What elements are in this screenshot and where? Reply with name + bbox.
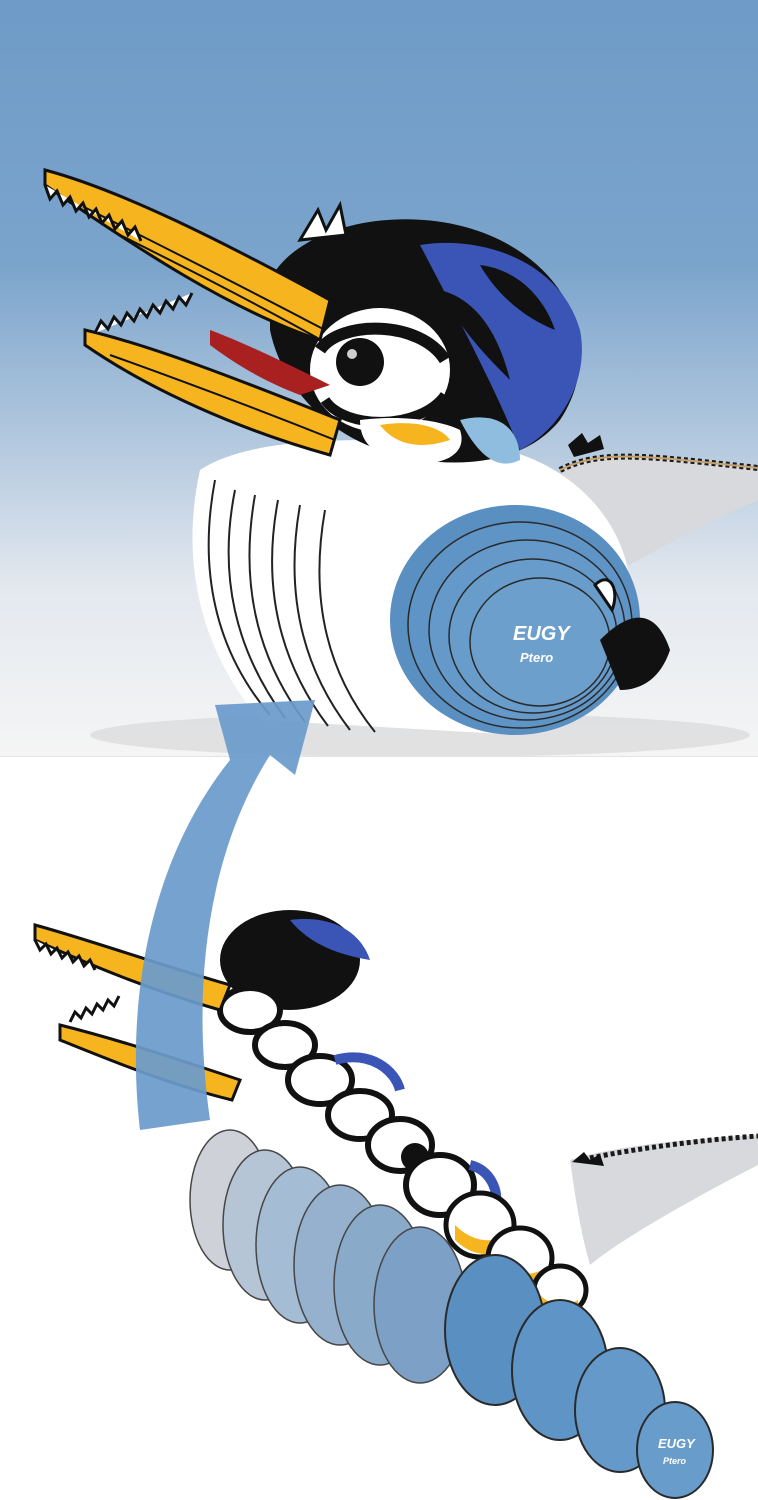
exploded-brand-logo-text: EUGY <box>658 1436 696 1451</box>
exploded-beaks <box>33 923 242 1102</box>
lower-beak <box>83 292 342 457</box>
upper-beak <box>43 168 332 346</box>
exploded-model-illustration: EUGY Ptero <box>33 910 758 1499</box>
assembled-model-illustration: EUGY Ptero <box>43 168 758 756</box>
exploded-body-slices <box>189 1129 467 1384</box>
exploded-tail-discs: EUGY Ptero <box>444 1254 714 1499</box>
tail-discs: EUGY Ptero <box>390 505 640 735</box>
head <box>270 200 582 464</box>
mouth <box>210 330 330 395</box>
brand-logo-text: EUGY <box>513 623 571 645</box>
exploded-wing <box>570 1133 758 1265</box>
assembled-model-panel: EUGY Ptero <box>0 0 758 757</box>
exploded-model-panel: EUGY Ptero <box>0 757 758 1500</box>
exploded-model-name-text: Ptero <box>663 1456 687 1466</box>
model-name-text: Ptero <box>520 650 553 665</box>
tail-feathers <box>593 578 670 690</box>
